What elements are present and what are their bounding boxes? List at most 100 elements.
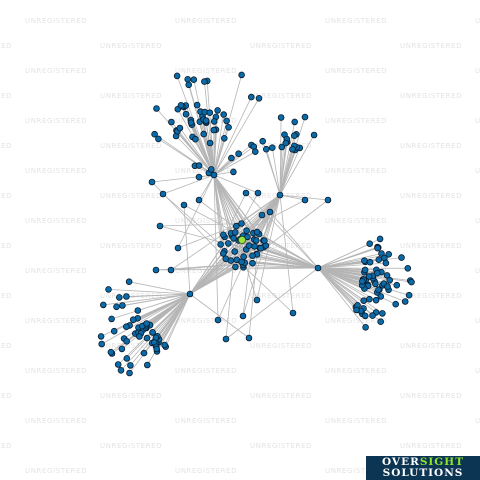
graph-node[interactable] [125,278,133,286]
graph-node[interactable] [202,117,210,124]
graph-node[interactable] [379,310,386,317]
graph-node[interactable] [405,291,413,299]
graph-node[interactable] [148,178,156,186]
graph-node[interactable] [385,251,393,258]
graph-node[interactable] [195,162,203,169]
graph-node[interactable] [401,298,409,305]
graph-node[interactable] [220,250,227,257]
graph-node[interactable] [369,312,376,319]
graph-node[interactable] [114,361,122,368]
graph-node[interactable] [362,323,369,331]
graph-node[interactable] [180,201,188,209]
graph-node[interactable] [123,293,130,300]
graph-node[interactable] [167,266,175,274]
graph-node[interactable] [214,107,221,114]
graph-node[interactable] [366,295,373,303]
graph-node[interactable] [195,173,203,181]
graph-node[interactable] [100,301,107,309]
graph-node[interactable] [156,222,164,230]
graph-node[interactable] [251,243,258,250]
graph-node[interactable] [249,252,256,260]
graph-node[interactable] [255,95,263,102]
graph-node[interactable] [248,93,255,101]
graph-node[interactable] [278,143,286,151]
graph-node[interactable] [123,323,130,331]
graph-node[interactable] [377,293,385,300]
graph-node[interactable] [253,228,261,236]
graph-node[interactable] [268,144,276,152]
graph-node[interactable] [404,264,412,272]
graph-node[interactable] [233,222,240,230]
graph-node[interactable] [262,145,270,153]
graph-node[interactable] [393,281,401,289]
graph-node[interactable] [217,241,224,248]
graph-node[interactable] [184,76,192,83]
graph-node[interactable] [208,166,215,173]
graph-node[interactable] [353,306,360,314]
graph-node[interactable] [107,348,115,356]
graph-node[interactable] [195,196,203,204]
graph-node[interactable] [358,278,366,285]
graph-node[interactable] [289,146,296,153]
graph-node[interactable] [190,76,198,83]
graph-node[interactable] [282,139,290,147]
graph-node[interactable] [375,256,383,264]
graph-node[interactable] [249,259,256,267]
graph-node[interactable] [210,118,218,125]
graph-node[interactable] [174,244,182,252]
graph-node[interactable] [214,316,222,324]
graph-node[interactable] [376,235,384,243]
graph-node[interactable] [408,278,415,286]
graph-node[interactable] [243,227,250,235]
graph-node[interactable] [366,240,374,248]
graph-node[interactable] [123,337,130,345]
graph-node[interactable] [277,114,285,121]
graph-node[interactable] [126,369,133,377]
graph-node[interactable] [235,150,242,158]
graph-node[interactable] [118,345,126,353]
graph-node[interactable] [97,333,105,340]
graph-node[interactable] [127,362,134,369]
graph-node[interactable] [220,111,228,118]
graph-node[interactable] [200,130,208,138]
graph-node[interactable] [290,132,298,140]
graph-node[interactable] [129,316,137,324]
graph-node[interactable] [192,135,199,143]
graph-node[interactable] [232,263,239,271]
graph-node[interactable] [261,237,268,245]
graph-node[interactable] [151,130,158,138]
graph-node[interactable] [372,280,379,288]
graph-node[interactable] [291,118,299,126]
graph-node[interactable] [161,341,168,349]
graph-node[interactable] [301,113,309,121]
graph-node[interactable] [206,109,214,116]
graph-node[interactable] [361,257,368,265]
graph-node[interactable] [398,254,405,261]
graph-node[interactable] [152,266,160,274]
graph-node[interactable] [253,296,261,304]
graph-node[interactable] [366,258,374,266]
graph-node[interactable] [116,294,123,301]
graph-node[interactable] [193,101,201,109]
graph-node[interactable] [113,303,120,311]
graph-node[interactable] [185,81,193,89]
graph-node[interactable] [245,334,253,342]
graph-node[interactable] [361,312,369,320]
graph-node[interactable] [257,245,265,252]
graph-node[interactable] [230,235,237,242]
graph-node[interactable] [245,242,253,249]
graph-node[interactable] [140,349,148,357]
graph-node[interactable] [222,335,230,343]
graph-node[interactable] [301,196,309,204]
graph-node[interactable] [373,269,381,277]
graph-node[interactable] [187,119,195,126]
graph-node[interactable] [149,329,157,336]
graph-node[interactable] [372,296,380,304]
graph-node[interactable] [223,117,230,125]
graph-node[interactable] [105,286,112,293]
graph-node[interactable] [239,312,247,320]
graph-node[interactable] [153,345,161,353]
graph-node[interactable] [117,366,125,374]
graph-node[interactable] [361,266,369,274]
graph-node[interactable] [143,334,151,342]
